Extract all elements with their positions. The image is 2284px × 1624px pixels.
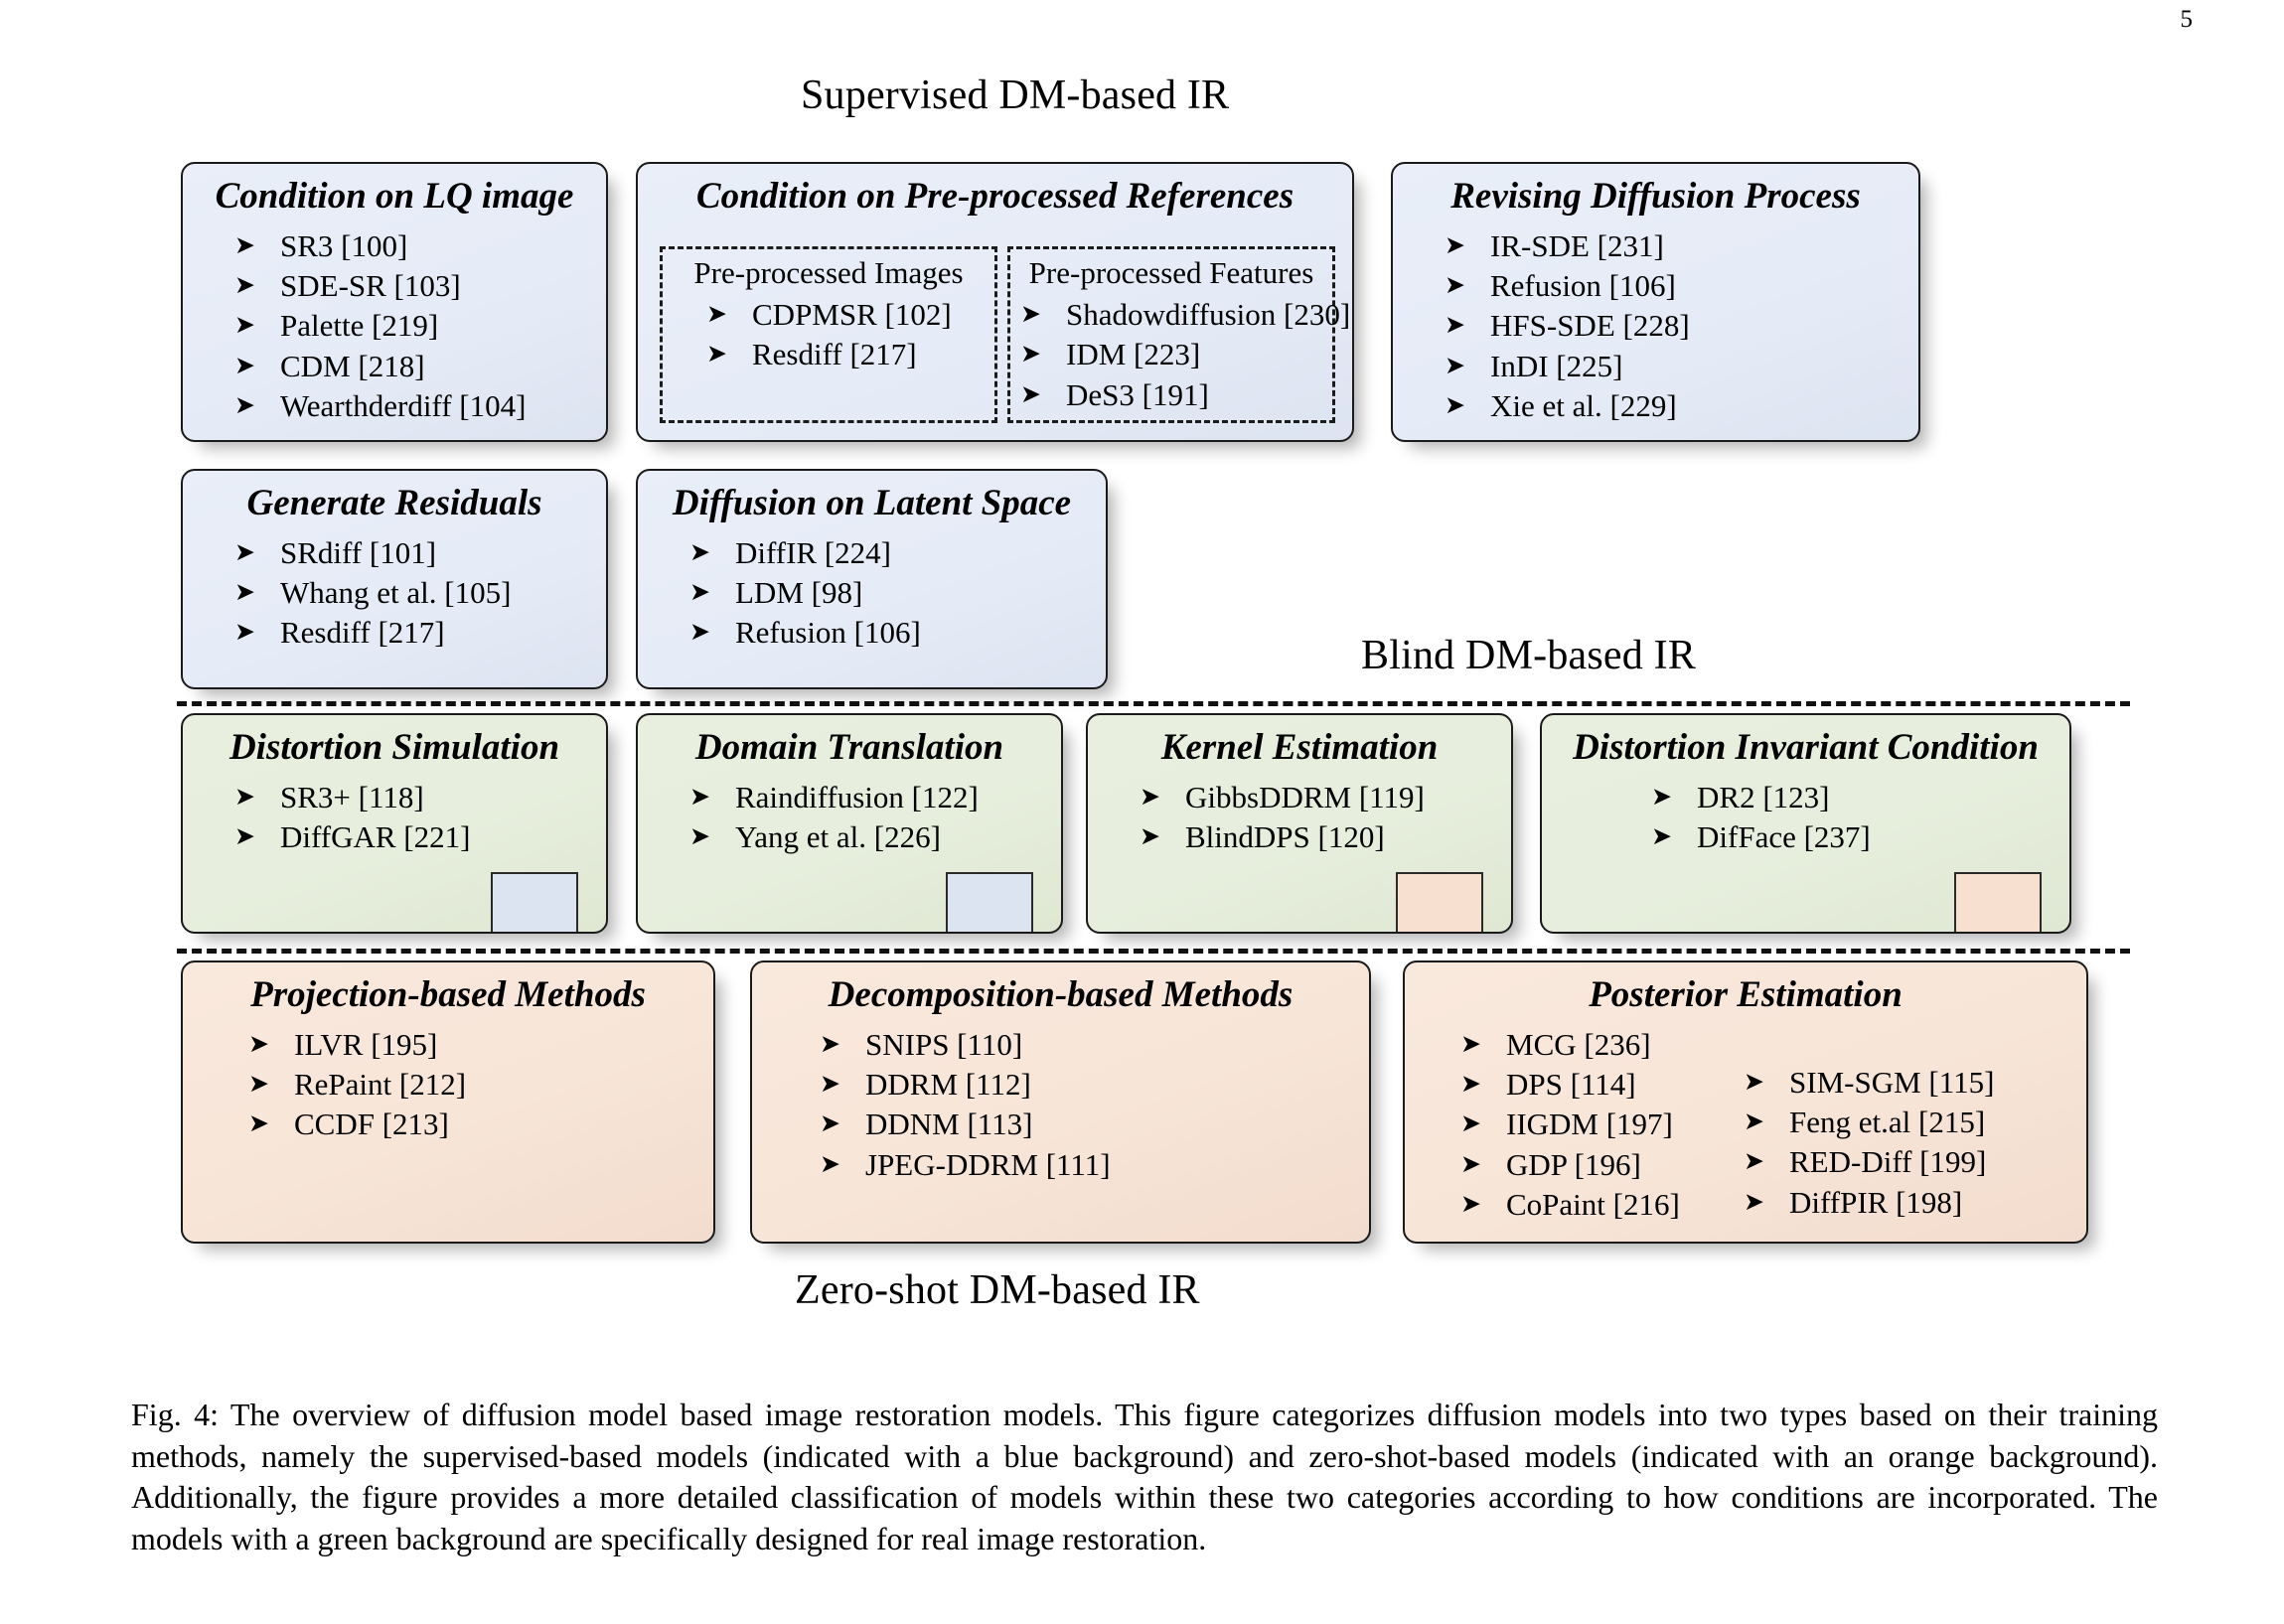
card-title: Decomposition-based Methods: [828, 974, 1294, 1015]
card-diffusion-on-latent-space[interactable]: Diffusion on Latent Space DiffIR [224] L…: [636, 469, 1108, 689]
list-item: DifFace [237]: [1651, 817, 2069, 857]
legend-chip-peach: [1954, 872, 2042, 932]
list-item: Shadowdiffusion [230]: [1020, 295, 1350, 335]
list-item: CDPMSR [102]: [706, 295, 994, 335]
divider-blind-zeroshot: [177, 949, 2130, 954]
list-item: Resdiff [217]: [234, 613, 606, 653]
list-item: ILVR [195]: [248, 1025, 713, 1065]
list-item: Yang et al. [226]: [689, 817, 1061, 857]
bullet-list: SR3 [100] SDE-SR [103] Palette [219] CDM…: [183, 226, 606, 426]
page-number: 5: [2180, 6, 2194, 33]
card-title: Distortion Invariant Condition: [1573, 727, 2039, 768]
section-heading-zero-shot: Zero-shot DM-based IR: [795, 1267, 1200, 1313]
posterior-columns: MCG [236] DPS [114] IIGDM [197] GDP [196…: [1405, 1025, 2086, 1225]
list-item: GDP [196]: [1460, 1145, 1744, 1185]
bullet-list: Shadowdiffusion [230] IDM [223] DeS3 [19…: [1010, 295, 1350, 415]
list-item: CDM [218]: [234, 347, 606, 386]
subcard-preprocessed-features[interactable]: Pre-processed Features Shadowdiffusion […: [1007, 246, 1350, 423]
list-item: DR2 [123]: [1651, 778, 2069, 817]
card-title: Kernel Estimation: [1160, 727, 1439, 768]
legend-chip-blue: [946, 872, 1033, 932]
card-title: Domain Translation: [694, 727, 1004, 768]
divider-supervised-blind: [177, 701, 2130, 706]
list-item: Wearthderdiff [104]: [234, 386, 606, 426]
list-item: SR3 [100]: [234, 226, 606, 266]
bullet-list: ILVR [195] RePaint [212] CCDF [213]: [183, 1025, 713, 1145]
list-item: DPS [114]: [1460, 1065, 1744, 1105]
list-item: IDM [223]: [1020, 335, 1332, 374]
card-distortion-simulation[interactable]: Distortion Simulation SR3+ [118] DiffGAR…: [181, 713, 608, 934]
list-item: DiffGAR [221]: [234, 817, 606, 857]
legend-chip-blue: [491, 872, 578, 932]
bullet-list: DiffIR [224] LDM [98] Refusion [106]: [638, 533, 1106, 654]
card-condition-on-lq-image[interactable]: Condition on LQ image SR3 [100] SDE-SR […: [181, 162, 608, 442]
bullet-list: IR-SDE [231] Refusion [106] HFS-SDE [228…: [1393, 226, 1918, 426]
list-item: BlindDPS [120]: [1140, 817, 1511, 857]
subcard-title: Pre-processed Features: [1028, 255, 1314, 290]
card-title: Condition on Pre-processed References: [695, 176, 1294, 217]
list-item: SIM-SGM [115]: [1744, 1063, 1994, 1103]
list-item: RED-Diff [199]: [1744, 1142, 1994, 1182]
list-item: IIGDM [197]: [1460, 1105, 1744, 1144]
card-title: Projection-based Methods: [250, 974, 646, 1015]
card-projection-based-methods[interactable]: Projection-based Methods ILVR [195] RePa…: [181, 960, 715, 1244]
card-title: Condition on LQ image: [215, 176, 574, 217]
list-item: Refusion [106]: [689, 613, 1106, 653]
list-item: Palette [219]: [234, 306, 606, 346]
card-title: Posterior Estimation: [1589, 974, 1903, 1015]
bullet-list: DR2 [123] DifFace [237]: [1542, 778, 2069, 858]
subcard-title: Pre-processed Images: [693, 255, 964, 290]
bullet-list: SR3+ [118] DiffGAR [221]: [183, 778, 606, 858]
bullet-list-left: MCG [236] DPS [114] IIGDM [197] GDP [196…: [1405, 1025, 1744, 1225]
card-title: Diffusion on Latent Space: [672, 483, 1072, 523]
list-item: DDRM [112]: [820, 1065, 1369, 1105]
card-distortion-invariant-condition[interactable]: Distortion Invariant Condition DR2 [123]…: [1540, 713, 2071, 934]
bullet-list: SRdiff [101] Whang et al. [105] Resdiff …: [183, 533, 606, 654]
figure-caption: Fig. 4: The overview of diffusion model …: [131, 1397, 2158, 1556]
list-item: SRdiff [101]: [234, 533, 606, 573]
card-revising-diffusion-process[interactable]: Revising Diffusion Process IR-SDE [231] …: [1391, 162, 1920, 442]
list-item: Feng et.al [215]: [1744, 1103, 1994, 1142]
bullet-list-right: SIM-SGM [115] Feng et.al [215] RED-Diff …: [1744, 1063, 1994, 1225]
list-item: Resdiff [217]: [706, 335, 994, 374]
section-heading-blind: Blind DM-based IR: [1361, 633, 1697, 678]
list-item: Xie et al. [229]: [1445, 386, 1918, 426]
list-item: Whang et al. [105]: [234, 573, 606, 613]
list-item: DeS3 [191]: [1020, 375, 1332, 415]
card-title: Distortion Simulation: [228, 727, 560, 768]
card-decomposition-based-methods[interactable]: Decomposition-based Methods SNIPS [110] …: [750, 960, 1371, 1244]
legend-chip-peach: [1396, 872, 1483, 932]
card-title: Generate Residuals: [246, 483, 542, 523]
section-heading-supervised: Supervised DM-based IR: [801, 73, 1230, 118]
card-posterior-estimation[interactable]: Posterior Estimation MCG [236] DPS [114]…: [1403, 960, 2088, 1244]
card-domain-translation[interactable]: Domain Translation Raindiffusion [122] Y…: [636, 713, 1063, 934]
list-item: DDNM [113]: [820, 1105, 1369, 1144]
card-condition-on-preprocessed-references[interactable]: Condition on Pre-processed References Pr…: [636, 162, 1354, 442]
list-item: CoPaint [216]: [1460, 1185, 1744, 1225]
list-item: CCDF [213]: [248, 1105, 713, 1144]
list-item: SR3+ [118]: [234, 778, 606, 817]
list-item: LDM [98]: [689, 573, 1106, 613]
list-item: GibbsDDRM [119]: [1140, 778, 1511, 817]
bullet-list: SNIPS [110] DDRM [112] DDNM [113] JPEG-D…: [752, 1025, 1369, 1185]
list-item: RePaint [212]: [248, 1065, 713, 1105]
list-item: JPEG-DDRM [111]: [820, 1145, 1369, 1185]
bullet-list: CDPMSR [102] Resdiff [217]: [663, 295, 994, 375]
bullet-list: GibbsDDRM [119] BlindDPS [120]: [1088, 778, 1511, 858]
list-item: SDE-SR [103]: [234, 266, 606, 306]
list-item: DiffPIR [198]: [1744, 1183, 1994, 1223]
list-item: DiffIR [224]: [689, 533, 1106, 573]
card-generate-residuals[interactable]: Generate Residuals SRdiff [101] Whang et…: [181, 469, 608, 689]
list-item: HFS-SDE [228]: [1445, 306, 1918, 346]
bullet-list: Raindiffusion [122] Yang et al. [226]: [638, 778, 1061, 858]
list-item: Refusion [106]: [1445, 266, 1918, 306]
list-item: IR-SDE [231]: [1445, 226, 1918, 266]
card-kernel-estimation[interactable]: Kernel Estimation GibbsDDRM [119] BlindD…: [1086, 713, 1513, 934]
list-item: SNIPS [110]: [820, 1025, 1369, 1065]
card-title: Revising Diffusion Process: [1450, 176, 1861, 217]
list-item: InDI [225]: [1445, 347, 1918, 386]
list-item: Raindiffusion [122]: [689, 778, 1061, 817]
list-item: MCG [236]: [1460, 1025, 1744, 1065]
subcard-preprocessed-images[interactable]: Pre-processed Images CDPMSR [102] Resdif…: [660, 246, 997, 423]
